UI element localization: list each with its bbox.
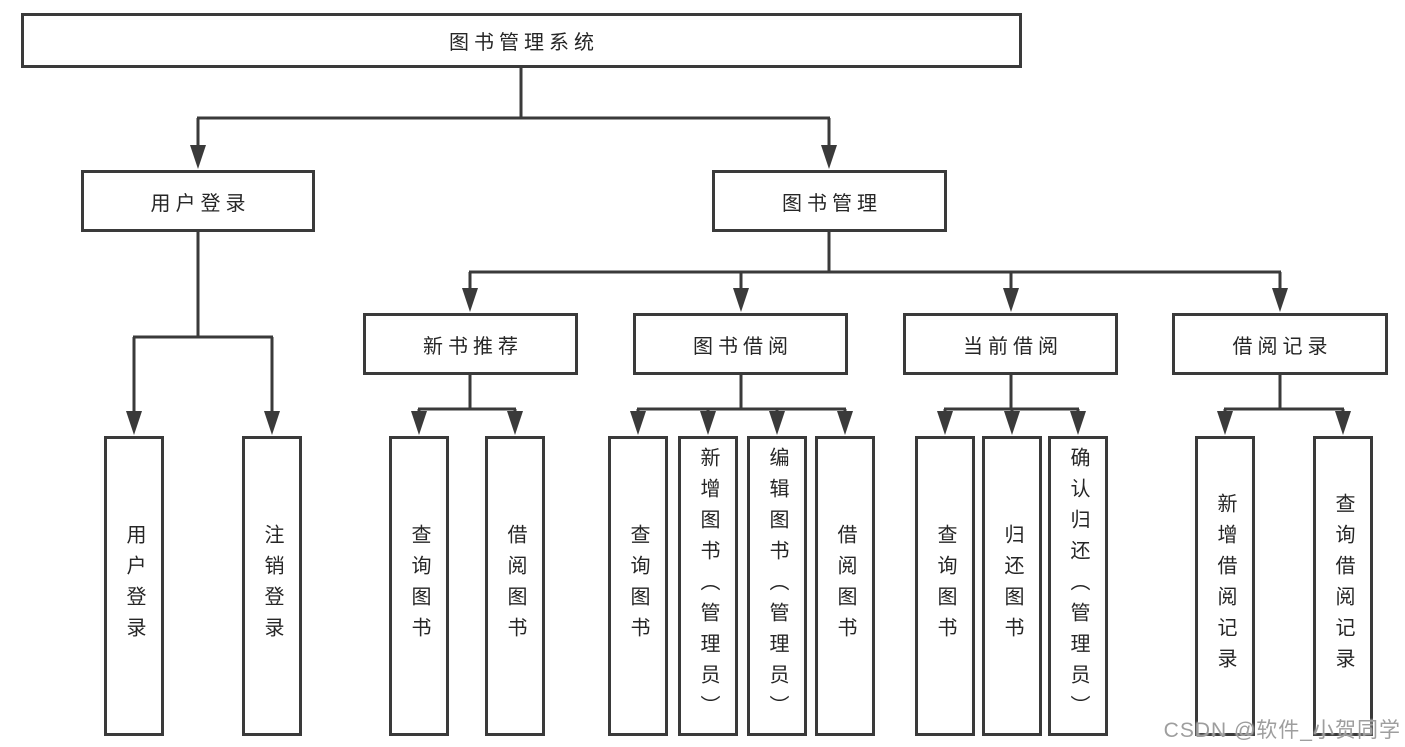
node-label: 新书推荐 bbox=[423, 335, 523, 358]
node-label: 新增借阅记录 bbox=[1214, 493, 1236, 679]
leaf-records-query-record: 查询借阅记录 bbox=[1313, 436, 1373, 736]
leaf-recommend-query-books: 查询图书 bbox=[389, 436, 449, 736]
arrowhead bbox=[1335, 411, 1351, 435]
arrowhead bbox=[700, 411, 716, 435]
arrowhead bbox=[1217, 411, 1233, 435]
arrowhead bbox=[264, 411, 280, 435]
node-label: 查询图书 bbox=[934, 524, 956, 648]
node-label: 注销登录 bbox=[261, 524, 283, 648]
arrowhead bbox=[190, 145, 206, 169]
node-label: 查询图书 bbox=[408, 524, 430, 648]
node-label: 借阅图书 bbox=[834, 524, 856, 648]
leaf-borrow-borrow-books: 借阅图书 bbox=[815, 436, 875, 736]
node-book-borrow: 图书借阅 bbox=[633, 313, 848, 375]
arrowheads bbox=[126, 145, 1351, 435]
node-library-management-system: 图书管理系统 bbox=[21, 13, 1022, 68]
arrowhead bbox=[1004, 411, 1020, 435]
arrowhead bbox=[821, 145, 837, 169]
node-label: 借阅记录 bbox=[1232, 335, 1333, 358]
node-borrow-records: 借阅记录 bbox=[1172, 313, 1388, 375]
node-label: 借阅图书 bbox=[504, 524, 526, 648]
connector-records-to-leaves bbox=[1223, 375, 1345, 418]
node-user-login: 用户登录 bbox=[81, 170, 315, 232]
arrowhead bbox=[1272, 288, 1288, 312]
leaf-user-login: 用户登录 bbox=[104, 436, 164, 736]
node-label: 归还图书 bbox=[1001, 524, 1023, 648]
leaf-current-confirm-return-admin: 确认归还（管理员） bbox=[1048, 436, 1108, 736]
node-label: 用户登录 bbox=[150, 192, 251, 215]
connector-root-to-level2 bbox=[196, 68, 831, 147]
arrowhead bbox=[507, 411, 523, 435]
node-label: 查询借阅记录 bbox=[1332, 493, 1354, 679]
leaf-borrow-add-books-admin: 新增图书（管理员） bbox=[678, 436, 738, 736]
leaf-logout: 注销登录 bbox=[242, 436, 302, 736]
arrowhead bbox=[1070, 411, 1086, 435]
node-label: 图书管理 bbox=[782, 192, 882, 215]
node-book-management: 图书管理 bbox=[712, 170, 947, 232]
leaf-recommend-borrow-books: 借阅图书 bbox=[485, 436, 545, 736]
connector-borrow-to-leaves bbox=[636, 375, 847, 418]
node-current-borrow: 当前借阅 bbox=[903, 313, 1118, 375]
csdn-watermark: CSDN @软件_小贺同学 bbox=[1163, 719, 1401, 742]
node-label: 新增图书（管理员） bbox=[697, 446, 719, 726]
node-label: 用户登录 bbox=[123, 524, 145, 648]
arrowhead bbox=[462, 288, 478, 312]
connector-bookmgmt-to-level3 bbox=[468, 232, 1282, 292]
leaf-current-query-books: 查询图书 bbox=[915, 436, 975, 736]
node-label: 确认归还（管理员） bbox=[1067, 446, 1089, 726]
arrowhead bbox=[1003, 288, 1019, 312]
leaf-records-add-record: 新增借阅记录 bbox=[1195, 436, 1255, 736]
arrowhead bbox=[937, 411, 953, 435]
arrowhead bbox=[837, 411, 853, 435]
arrowhead bbox=[630, 411, 646, 435]
node-label: 图书借阅 bbox=[693, 335, 793, 358]
node-label: 查询图书 bbox=[627, 524, 649, 648]
leaf-borrow-query-books: 查询图书 bbox=[608, 436, 668, 736]
node-label: 当前借阅 bbox=[963, 335, 1063, 358]
leaf-current-return-books: 归还图书 bbox=[982, 436, 1042, 736]
leaf-borrow-edit-books-admin: 编辑图书（管理员） bbox=[747, 436, 807, 736]
node-label: 编辑图书（管理员） bbox=[766, 446, 788, 726]
arrowhead bbox=[769, 411, 785, 435]
connector-userlogin-to-leaves bbox=[132, 232, 274, 418]
arrowhead bbox=[411, 411, 427, 435]
arrowhead bbox=[733, 288, 749, 312]
node-new-book-recommend: 新书推荐 bbox=[363, 313, 578, 375]
connector-recommend-to-leaves bbox=[417, 375, 517, 418]
arrowhead bbox=[126, 411, 142, 435]
node-label: 图书管理系统 bbox=[449, 32, 599, 54]
